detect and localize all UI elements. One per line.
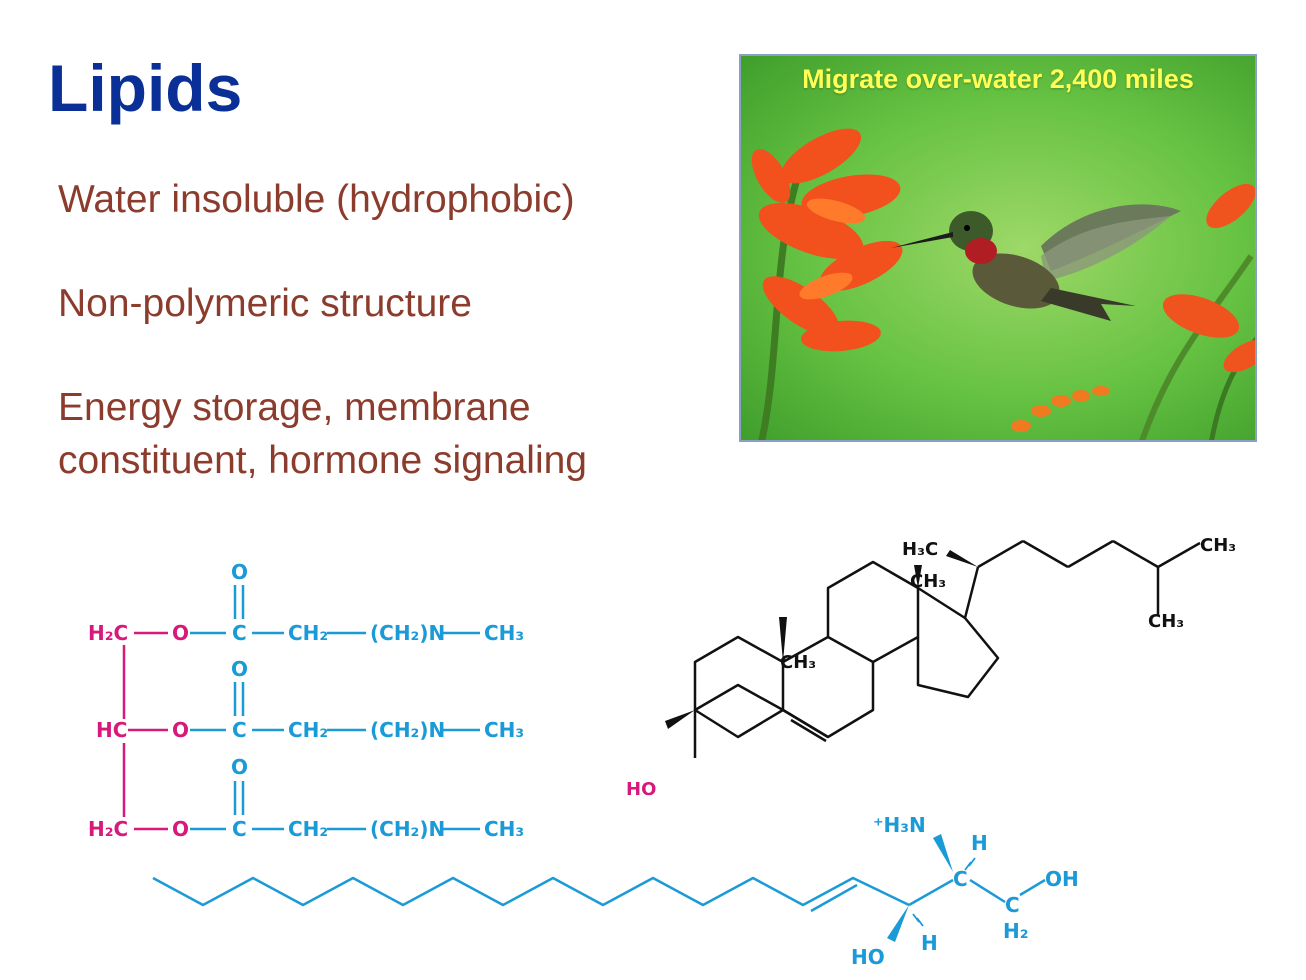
hydroxyl-label: HO bbox=[851, 945, 885, 969]
carbonyl-oxygen: O bbox=[231, 560, 248, 584]
cholesterol-rings bbox=[693, 683, 784, 758]
ch2n-label: (CH₂)N bbox=[370, 718, 445, 742]
bullet-energy-storage: Energy storage, membrane constituent, ho… bbox=[58, 381, 587, 487]
h2-label: H₂ bbox=[1003, 919, 1029, 943]
bullet-water-insoluble: Water insoluble (hydrophobic) bbox=[58, 178, 575, 221]
carbonyl-oxygen: O bbox=[231, 755, 248, 779]
h-label: H bbox=[971, 831, 988, 855]
ch3-label: CH₃ bbox=[484, 621, 524, 645]
ch3-label: CH₃ bbox=[484, 817, 524, 841]
ch2-carbon: C bbox=[1005, 893, 1020, 917]
ch3-angular-label: CH₃ bbox=[910, 571, 946, 592]
hc-label: HC bbox=[96, 718, 127, 742]
cholesterol-structure: H₃C CH₃ CH₃ CH₃ CH₃ HO bbox=[626, 535, 1236, 800]
h2c-top-label: H₂C bbox=[88, 621, 128, 645]
bullet-non-polymeric: Non-polymeric structure bbox=[58, 282, 472, 325]
h-label: H bbox=[921, 931, 938, 955]
ch3-branch-label: CH₃ bbox=[1148, 611, 1184, 632]
ester-oxygen: O bbox=[172, 817, 189, 841]
bullet-line: constituent, hormone signaling bbox=[58, 439, 587, 482]
h2c-bottom-label: H₂C bbox=[88, 817, 128, 841]
ch2-label: CH₂ bbox=[288, 621, 328, 645]
ch2n-label: (CH₂)N bbox=[370, 817, 445, 841]
h3c-label: H₃C bbox=[902, 539, 938, 560]
carbonyl-carbon: C bbox=[232, 817, 247, 841]
sphingosine-structure: ⁺H₃N H C C OH H₂ H HO bbox=[152, 813, 1079, 969]
carbonyl-carbon: C bbox=[232, 621, 247, 645]
ch3-angular-label: CH₃ bbox=[780, 652, 816, 673]
slide-title: Lipids bbox=[48, 51, 243, 125]
ester-oxygen: O bbox=[172, 621, 189, 645]
hummingbird-illustration bbox=[751, 128, 1255, 440]
carbonyl-carbon: C bbox=[232, 718, 247, 742]
hydroxyl-label: OH bbox=[1045, 867, 1079, 891]
carbonyl-oxygen: O bbox=[231, 657, 248, 681]
triglyceride-structure: H₂C HC H₂C O O O O O O C C C CH₂ CH₂ CH₂ bbox=[88, 560, 524, 841]
hummingbird-photo: Migrate over-water 2,400 miles bbox=[739, 54, 1257, 442]
ch3-label: CH₃ bbox=[484, 718, 524, 742]
chiral-carbon: C bbox=[953, 867, 968, 891]
ch2n-label: (CH₂)N bbox=[370, 621, 445, 645]
ester-oxygen: O bbox=[172, 718, 189, 742]
hydroxyl-label: HO bbox=[626, 779, 656, 800]
ch2-label: CH₂ bbox=[288, 718, 328, 742]
ch3-terminal-label: CH₃ bbox=[1200, 535, 1236, 556]
photo-caption: Migrate over-water 2,400 miles bbox=[802, 64, 1194, 94]
bullet-line: Energy storage, membrane bbox=[58, 386, 531, 429]
ch2-label: CH₂ bbox=[288, 817, 328, 841]
ammonium-label: ⁺H₃N bbox=[873, 813, 926, 837]
